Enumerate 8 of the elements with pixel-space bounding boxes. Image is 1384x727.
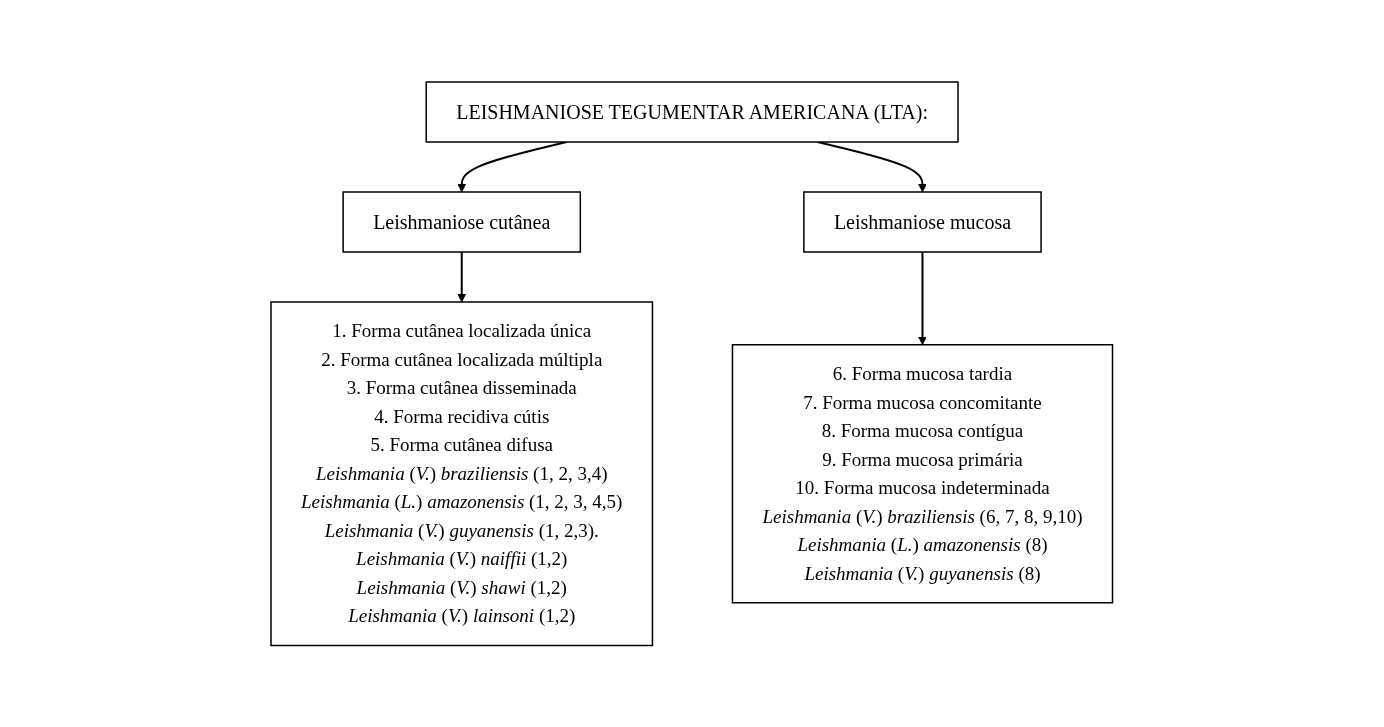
arrow [457, 250, 467, 303]
arrow [918, 250, 928, 345]
node-box: Leishmaniose mucosa [803, 191, 1043, 253]
node-box: Leishmaniose cutânea [342, 191, 582, 253]
arrow [817, 140, 928, 193]
node-box: LEISHMANIOSE TEGUMENTAR AMERICANA (LTA): [425, 81, 959, 143]
node-box: 6. Forma mucosa tardia 7. Forma mucosa concomitante 8. Forma mucosa contígua 9. Forma mucosa primária 10. Forma mucosa indeterminada Leishmania (V.) braziliensis (6, 7, 8, 9,10) Leishmania (L.) amazonensis (8) Leishmania (V.) guyanensis (8) [731, 343, 1114, 604]
node-box: 1. Forma cutânea localizada única 2. Forma cutânea localizada múltipla 3. Forma cutânea disseminada 4. Forma recidiva cútis 5. Forma cutânea difusa Leishmania (V.) braziliensis (1, 2, 3,4) Leishmania (L.) amazonensis (1, 2, 3, 4,5) Leishmania (V.) guyanensis (1, 2,3). Leishmania (V.) naiffii (1,2) Leishmania (V.) shawi (1,2) Leishmania (V.) lainsoni (1,2) [270, 301, 654, 646]
